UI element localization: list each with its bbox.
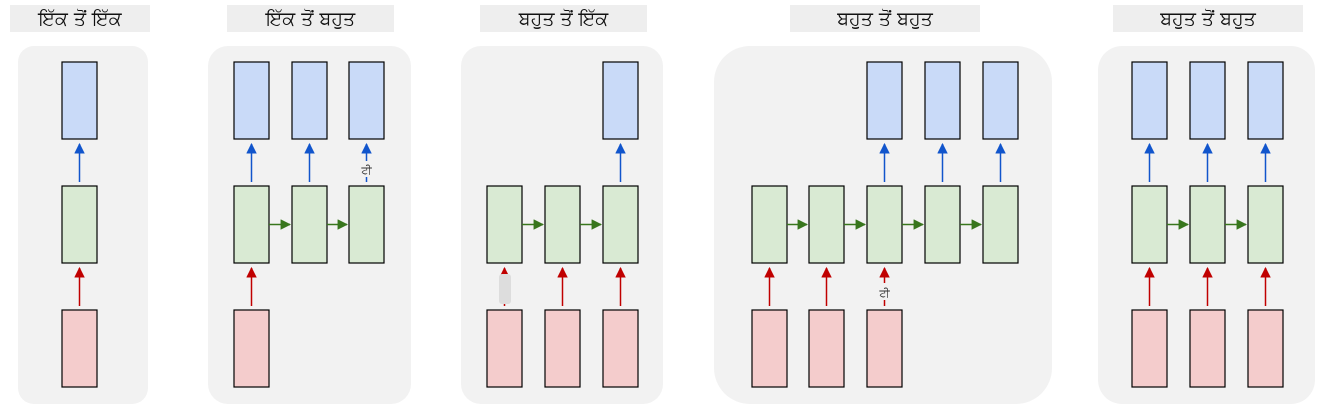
hidden-box: [291, 185, 328, 264]
output-box: [602, 61, 639, 140]
hidden-box: [808, 185, 845, 264]
hidden-box: [751, 185, 788, 264]
output-box: [61, 61, 98, 140]
output-box: [233, 61, 270, 140]
title-many-to-many-synced: ਬਹੁਤ ਤੋਂ ਬਹੁਤ: [1113, 5, 1303, 32]
input-box: [544, 309, 581, 388]
output-box: [982, 61, 1019, 140]
input-box: [1131, 309, 1168, 388]
panel-one-to-many: ਟੀ: [208, 46, 411, 404]
hidden-box: [602, 185, 639, 264]
input-box: [486, 309, 523, 388]
smudge-label: ਟੀ: [360, 164, 372, 177]
label-patch: [875, 283, 893, 300]
hidden-box: [61, 185, 98, 264]
hidden-box: [1247, 185, 1284, 264]
smudge-patch: [499, 274, 511, 304]
hidden-box: [544, 185, 581, 264]
output-box: [1131, 61, 1168, 140]
smudge-label: ਟੀ: [878, 287, 890, 300]
output-box: [1247, 61, 1284, 140]
hidden-box: [982, 185, 1019, 264]
title-many-to-many-delayed: ਬਹੁਤ ਤੋਂ ਬਹੁਤ: [790, 5, 980, 32]
title-many-to-one: ਬਹੁਤ ਤੋਂ ਇੱਕ: [480, 5, 647, 32]
hidden-box: [866, 185, 903, 264]
hidden-box: [233, 185, 270, 264]
hidden-box: [486, 185, 523, 264]
hidden-box: [1189, 185, 1226, 264]
output-box: [866, 61, 903, 140]
hidden-box: [1131, 185, 1168, 264]
input-box: [602, 309, 639, 388]
input-box: [866, 309, 903, 388]
output-box: [291, 61, 328, 140]
output-box: [348, 61, 385, 140]
input-box: [808, 309, 845, 388]
hidden-box: [348, 185, 385, 264]
input-box: [1189, 309, 1226, 388]
hidden-box: [924, 185, 961, 264]
input-box: [233, 309, 270, 388]
output-box: [924, 61, 961, 140]
label-patch: [358, 161, 375, 177]
title-one-to-one: ਇੱਕ ਤੋਂ ਇੱਕ: [10, 5, 150, 32]
panel-many-to-one: [461, 46, 663, 404]
panel-many-to-many-delayed: ਟੀ: [714, 46, 1052, 404]
output-box: [1189, 61, 1226, 140]
input-box: [751, 309, 788, 388]
panel-one-to-one: [18, 46, 148, 404]
input-box: [61, 309, 98, 388]
title-one-to-many: ਇੱਕ ਤੋਂ ਬਹੁਤ: [227, 5, 394, 32]
input-box: [1247, 309, 1284, 388]
panel-many-to-many-synced: [1098, 46, 1315, 404]
